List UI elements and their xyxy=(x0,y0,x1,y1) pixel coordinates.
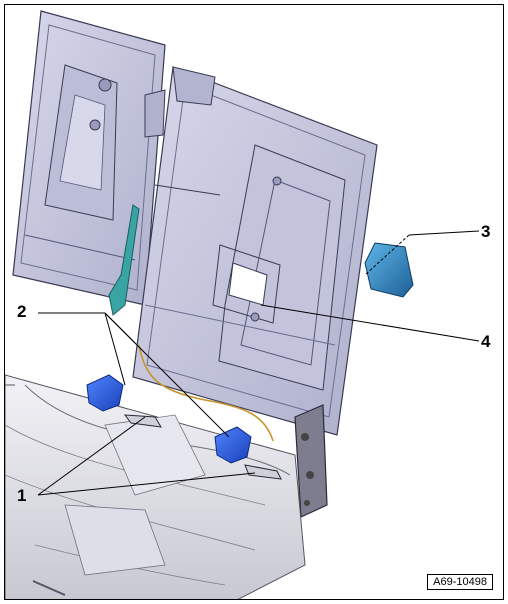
center-bracket xyxy=(108,204,140,316)
callout-1: 1 xyxy=(17,486,27,505)
seat-base-frame xyxy=(5,374,306,599)
latch-catch-right xyxy=(244,464,282,480)
callout-4: 4 xyxy=(481,332,491,351)
right-backrest-frame xyxy=(132,66,378,436)
blue-clip-right xyxy=(214,426,252,464)
callout-3: 3 xyxy=(481,222,491,241)
latch-catch-left xyxy=(123,414,162,428)
left-backrest-frame xyxy=(12,10,166,306)
figure-reference-label: A69-10498 xyxy=(427,574,493,590)
callout-2: 2 xyxy=(17,302,27,321)
figure-frame: 2 3 4 1 A69-10498 xyxy=(4,4,504,600)
seat-backrest-illustration xyxy=(5,10,480,599)
blue-clip-left xyxy=(86,374,124,412)
release-cable xyxy=(138,344,274,442)
buffer-pad xyxy=(364,242,414,298)
backrest-hinge xyxy=(294,404,328,518)
leader-lines xyxy=(37,230,480,496)
